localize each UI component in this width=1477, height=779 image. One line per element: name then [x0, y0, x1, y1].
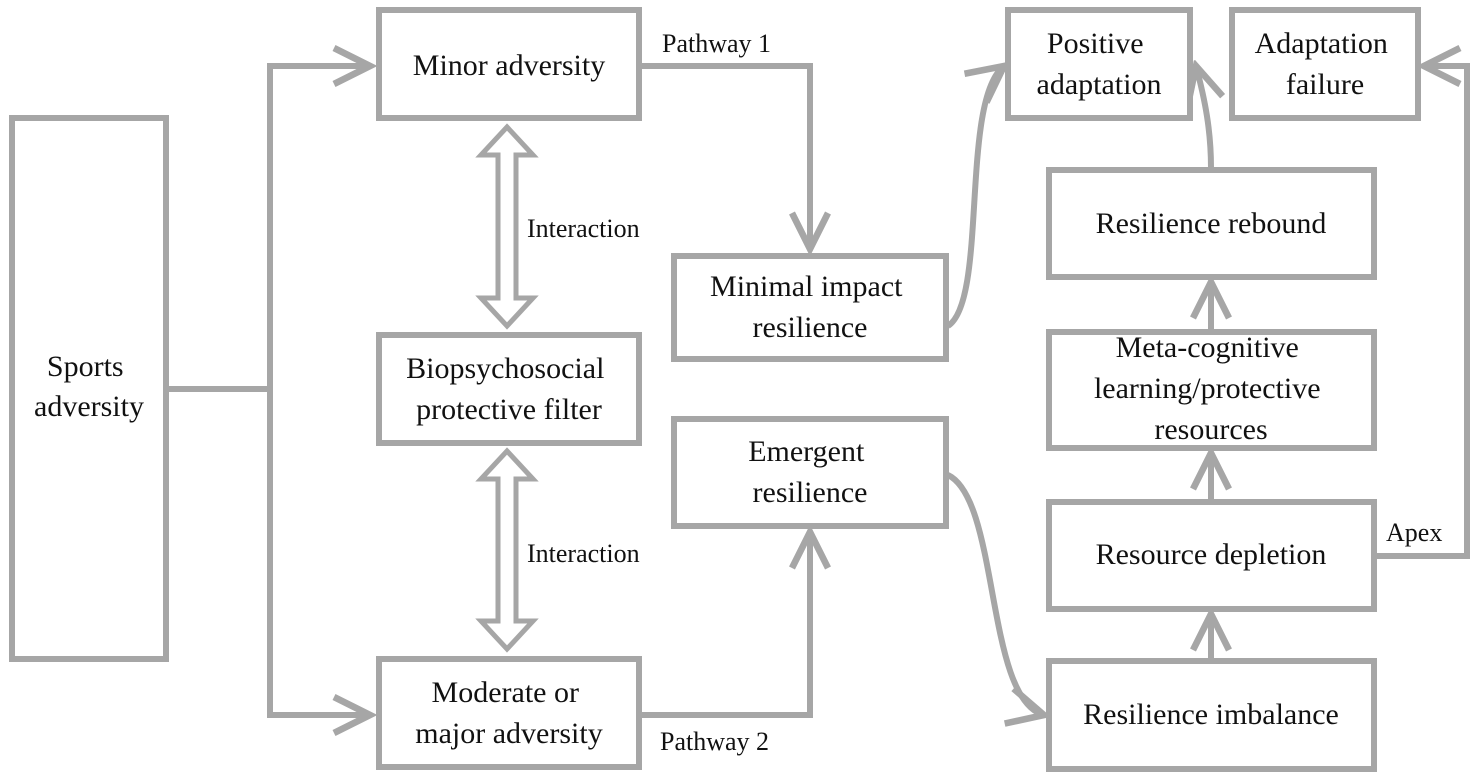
node-resilience-rebound-line-1: Resilience rebound — [1096, 207, 1327, 240]
svg-text:Moderate or major advers: Moderate or major adversity — [415, 676, 602, 750]
connectors — [166, 63, 1470, 718]
node-meta-cognitive-line-3: resources — [1154, 413, 1267, 446]
connector-trunk-to-moderate-adversity — [267, 389, 370, 715]
node-emergent-line-2: resilience — [753, 476, 868, 509]
svg-text:Meta-cognitive learning/: Meta-cognitive learning/protective resou… — [1094, 331, 1328, 446]
apex-label: Apex — [1386, 518, 1442, 547]
node-protective-filter: Biopsychosocial protective filter — [376, 332, 642, 446]
node-sports-adversity-line-1: Sports — [47, 350, 124, 383]
node-minor-adversity: Minor adversity — [376, 7, 642, 121]
node-adaptation-failure-line-1: Adaptation — [1255, 27, 1388, 60]
node-resilience-rebound: Resilience rebound — [1046, 167, 1377, 280]
node-moderate-adversity-line-1: Moderate or — [432, 676, 579, 709]
node-sports-adversity: Sports adversity — [9, 115, 169, 662]
interaction-label-bottom: Interaction — [527, 539, 640, 568]
node-resilience-imbalance-line-1: Resilience imbalance — [1083, 698, 1339, 731]
interaction-arrow-bottom — [475, 447, 539, 653]
svg-text:Minimal impact resilienc: Minimal impact resilience — [710, 270, 910, 344]
node-resource-depletion-line-1: Resource depletion — [1096, 538, 1327, 571]
node-minimal-impact-line-2: resilience — [753, 311, 868, 344]
node-protective-filter-line-1: Biopsychosocial — [406, 352, 604, 385]
node-meta-cognitive-line-2: learning/protective — [1094, 372, 1321, 405]
node-protective-filter-line-2: protective filter — [416, 393, 602, 426]
connector-pathway-1 — [639, 63, 810, 249]
node-positive-adaptation-line-2: adaptation — [1037, 68, 1162, 101]
node-meta-cognitive-line-1: Meta-cognitive — [1116, 331, 1299, 364]
node-adaptation-failure: Adaptation failure — [1229, 7, 1421, 121]
pathway-1-label: Pathway 1 — [662, 29, 771, 58]
node-minimal-impact-resilience: Minimal impact resilience — [671, 253, 949, 362]
node-moderate-major-adversity: Moderate or major adversity — [376, 656, 642, 770]
connector-emergent-to-imbalance — [946, 472, 1044, 715]
node-positive-adaptation: Positive adaptation — [1005, 7, 1193, 121]
svg-text:Biopsychosocial protecti: Biopsychosocial protective filter — [406, 352, 612, 426]
svg-text:Positive adaptation: Positive adaptation — [1037, 27, 1162, 101]
connector-minimal-to-positive — [946, 66, 1004, 329]
node-moderate-adversity-line-2: major adversity — [415, 717, 602, 750]
svg-text:Adaptation failure: Adaptation failure — [1255, 27, 1396, 101]
node-resilience-imbalance: Resilience imbalance — [1046, 658, 1377, 772]
connector-rebound-to-positive — [1196, 66, 1211, 169]
node-sports-adversity-line-2: adversity — [34, 390, 144, 423]
node-emergent-line-1: Emergent — [748, 435, 865, 468]
pathway-2-label: Pathway 2 — [660, 727, 769, 756]
connector-apex-to-failure — [1372, 66, 1470, 559]
node-minimal-impact-line-1: Minimal impact — [710, 270, 903, 303]
svg-text:Sports adversity: Sports adversity — [34, 350, 144, 423]
node-emergent-resilience: Emergent resilience — [671, 416, 949, 529]
interaction-arrow-top — [475, 123, 539, 330]
connector-pathway-2 — [639, 532, 810, 718]
node-resource-depletion: Resource depletion — [1046, 499, 1377, 612]
node-minor-adversity-line-1: Minor adversity — [413, 49, 605, 82]
interaction-label-top: Interaction — [527, 214, 640, 243]
connector-trunk-to-minor-adversity — [267, 66, 370, 389]
svg-text:Emergent resilience: Emergent resilience — [748, 435, 872, 509]
node-positive-adaptation-line-1: Positive — [1047, 27, 1144, 60]
node-meta-cognitive: Meta-cognitive learning/protective resou… — [1046, 329, 1377, 451]
node-adaptation-failure-line-2: failure — [1286, 68, 1364, 101]
